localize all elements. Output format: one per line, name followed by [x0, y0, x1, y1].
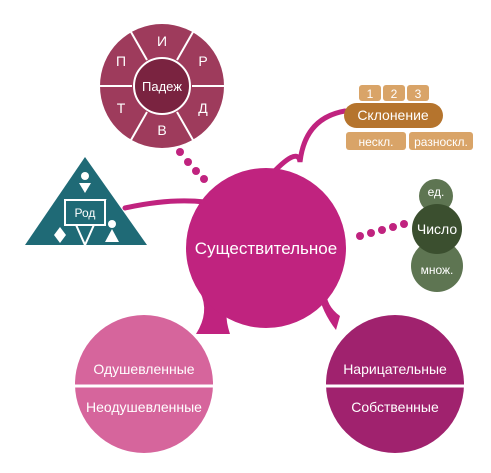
noun-type-proper-label: Собственные [351, 399, 439, 415]
connector-sklonenie [265, 108, 348, 181]
male-icon [79, 172, 91, 193]
padezh-case-t: Т [117, 100, 126, 116]
dotted-connector-chislo [356, 220, 408, 240]
sklonenie-label: Склонение [357, 107, 429, 123]
chislo-singular: ед. [428, 185, 445, 199]
female-icon [105, 220, 119, 242]
neuter-icon [54, 227, 66, 243]
padezh-label: Падеж [142, 79, 182, 94]
sklonenie-indeclinable: нескл. [358, 135, 393, 149]
sklonenie-block: 1 2 3 Склонение нескл. разноскл. [344, 85, 473, 150]
sklonenie-number-3: 3 [415, 87, 422, 101]
rod-triangle: Род [25, 157, 147, 248]
sklonenie-number-2: 2 [391, 87, 398, 101]
padezh-case-p: П [116, 53, 126, 69]
padezh-case-v: В [157, 122, 166, 138]
noun-type-circle: Нарицательные Собственные [326, 315, 464, 453]
chislo-label: Число [417, 221, 457, 237]
padezh-wheel: И Р Д В Т П Падеж [100, 24, 224, 148]
connector-rod [122, 198, 208, 211]
center-node: Существительное [186, 168, 346, 334]
sklonenie-number-1: 1 [367, 87, 374, 101]
padezh-case-r: Р [198, 53, 207, 69]
rod-label: Род [75, 206, 96, 220]
chislo-cluster: ед. Число множ. [411, 179, 463, 292]
padezh-case-i: И [157, 33, 167, 49]
noun-type-common-label: Нарицательные [343, 361, 447, 377]
animacy-inanimate-label: Неодушевленные [86, 399, 202, 415]
center-label: Существительное [195, 239, 337, 258]
animacy-animate-label: Одушевленные [93, 361, 194, 377]
animacy-circle: Одушевленные Неодушевленные [75, 315, 213, 453]
chislo-plural: множ. [421, 263, 454, 277]
sklonenie-heteroclitic: разноскл. [414, 135, 468, 149]
dotted-connector-padezh [176, 148, 208, 183]
padezh-case-d: Д [198, 100, 208, 116]
